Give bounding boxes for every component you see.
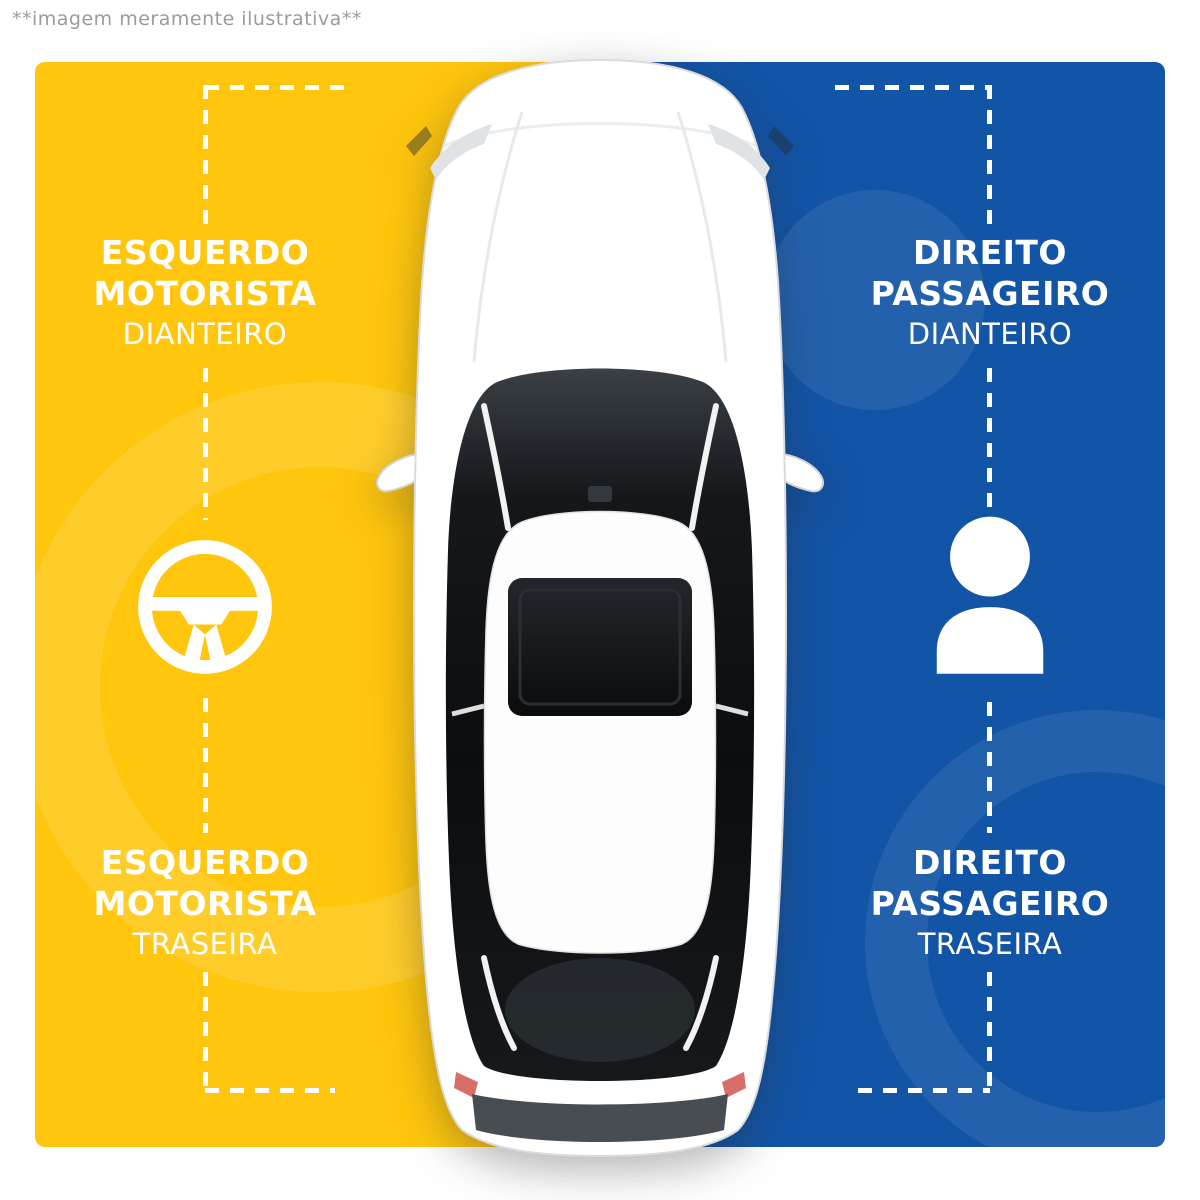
label-line: DIANTEIRO [122, 317, 288, 351]
roof [483, 510, 717, 954]
label-line: PASSAGEIRO [870, 884, 1110, 923]
label-line: DIANTEIRO [907, 317, 1073, 351]
disclaimer-text: **imagem meramente ilustrativa** [12, 8, 362, 30]
car-top-view [376, 58, 824, 1158]
dashed-guide-right [835, 85, 990, 90]
rear-bumper-trim [472, 1094, 728, 1142]
dashed-guide-right [858, 1088, 990, 1093]
label-left-rear: ESQUERDO MOTORISTA TRASEIRA [45, 842, 365, 964]
label-line: DIREITO [913, 843, 1067, 882]
dashed-guide-left [203, 698, 208, 833]
dashed-guide-left [203, 972, 208, 1090]
label-line: PASSAGEIRO [870, 274, 1110, 313]
label-line: DIREITO [913, 233, 1067, 272]
taillight-left [454, 1072, 478, 1098]
headlight-left [430, 124, 492, 180]
dashed-guide-left [203, 85, 208, 225]
headlight-right [708, 124, 770, 180]
dashed-guide-right [987, 972, 992, 1090]
label-line: MOTORISTA [93, 884, 317, 923]
dashed-guide-right [987, 702, 992, 833]
dashed-guide-right [987, 368, 992, 508]
dashed-guide-right [987, 85, 992, 225]
label-right-front: DIREITO PASSAGEIRO DIANTEIRO [830, 232, 1150, 354]
label-right-rear: DIREITO PASSAGEIRO TRASEIRA [830, 842, 1150, 964]
label-line: TRASEIRA [917, 927, 1063, 961]
label-line: MOTORISTA [93, 274, 317, 313]
dashed-guide-left [205, 85, 350, 90]
label-left-front: ESQUERDO MOTORISTA DIANTEIRO [45, 232, 365, 354]
dashed-guide-left [205, 1088, 335, 1093]
taillight-right [722, 1072, 746, 1098]
dashed-guide-left [203, 368, 208, 520]
steering-wheel-icon [138, 540, 272, 674]
label-line: TRASEIRA [132, 927, 278, 961]
watermark-circle [765, 190, 985, 410]
hood-crease-left [472, 111, 524, 363]
label-line: ESQUERDO [100, 233, 310, 272]
person-icon [936, 516, 1044, 674]
label-line: ESQUERDO [100, 843, 310, 882]
hood-crease-right [676, 111, 728, 363]
sunroof [508, 578, 692, 716]
